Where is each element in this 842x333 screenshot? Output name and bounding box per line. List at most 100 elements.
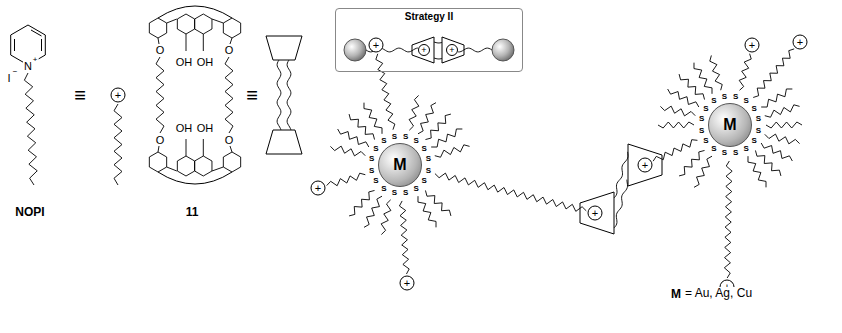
metal-list: = Au, Ag, Cu: [684, 287, 753, 299]
alkyl-chain: [24, 73, 37, 185]
sulfur-atom: S: [413, 185, 418, 193]
chain-symbol: [458, 48, 492, 52]
sulfur-atom: S: [751, 105, 756, 113]
cation-symbol: +: [588, 206, 603, 221]
metal-symbol: M: [393, 156, 406, 174]
hydroxyl-label: OH: [196, 123, 215, 134]
calix-cone-symbol: [266, 36, 302, 60]
alkyl-chain: [114, 104, 122, 185]
ligand-chain: [765, 134, 800, 144]
ligand-chain: [349, 190, 374, 215]
calix-cone: [628, 144, 662, 186]
calix-cone-symbol: [266, 130, 302, 154]
ligand-chain: [376, 54, 395, 130]
ligand-chain: [330, 146, 365, 156]
chain-symbol: [434, 42, 442, 44]
chain-symbol: [287, 60, 291, 130]
oh-bond: [186, 139, 187, 156]
ligand-chain: [418, 103, 436, 134]
sulfur-atom: S: [369, 167, 374, 175]
sulfur-atom: S: [392, 133, 397, 141]
charge: −: [12, 68, 19, 76]
benzene-ring: [149, 18, 166, 38]
ligand-chain: [658, 122, 694, 128]
sulfur-atom: S: [711, 145, 716, 153]
cation-symbol: +: [745, 38, 760, 53]
methylene-bridge: [167, 167, 177, 171]
metal-symbol: M: [670, 288, 682, 300]
sulfur-atom: S: [373, 177, 378, 185]
cation-symbol: +: [369, 38, 384, 53]
sulfur-atom: S: [421, 177, 426, 185]
sulfur-atom: S: [756, 115, 761, 123]
ligand-chain: [765, 105, 800, 117]
ligand-chain: [338, 129, 369, 147]
ligand-chain: [418, 196, 436, 227]
metal-symbol: M: [723, 116, 736, 134]
ligand-chain: [364, 103, 382, 134]
hydroxyl-label: OH: [175, 57, 194, 68]
strategy-panel: Strategy II: [335, 8, 523, 72]
sulfur-atom: S: [426, 155, 431, 163]
equivalence-sign: ≡: [245, 85, 259, 105]
ligand-chain: [761, 143, 792, 161]
atom-label: O: [155, 45, 166, 56]
sulfur-atom: S: [699, 127, 704, 135]
calix-back-rim: [158, 172, 232, 184]
sulfur-atom: S: [403, 133, 408, 141]
ligand-chain: [766, 122, 802, 128]
ether-chain: [225, 57, 233, 133]
panel-title: Strategy II: [405, 11, 453, 22]
sulfur-atom: S: [381, 137, 386, 145]
cation-symbol: +: [400, 276, 415, 291]
ligand-chain: [724, 161, 732, 278]
sulfur-atom: S: [373, 145, 378, 153]
double-bond: [41, 39, 42, 51]
ligand-chain: [694, 156, 712, 187]
nanoparticle-symbol: [344, 39, 366, 61]
ligand-chain: [435, 145, 470, 157]
sulfur-atom: S: [756, 127, 761, 135]
sulfur-atom: S: [722, 149, 727, 157]
naphthalene-ring: [195, 14, 212, 34]
benzene-ring: [149, 152, 166, 172]
sulfur-atom: S: [722, 93, 727, 101]
ether-chain: [156, 57, 164, 133]
ether-bond: [158, 146, 159, 152]
methylene-bridge: [167, 19, 177, 23]
sulfur-atom: S: [703, 105, 708, 113]
ligand-chain: [679, 150, 704, 175]
ether-bond: [158, 38, 159, 44]
compound-number: 11: [185, 206, 200, 218]
cation-symbol: +: [638, 158, 653, 173]
ligand-chain: [653, 140, 697, 161]
pyridine-ring: [11, 25, 46, 65]
calix-back-rim: [158, 6, 232, 18]
sulfur-atom: S: [743, 145, 748, 153]
compound-name: NOPI: [14, 206, 45, 218]
naphthalene-ring: [177, 14, 194, 34]
double-bond: [31, 30, 42, 36]
sulfur-atom: S: [421, 145, 426, 153]
benzene-ring: [223, 18, 240, 38]
sulfur-atom: S: [743, 97, 748, 105]
ligand-chain: [409, 95, 419, 130]
ligand-chain: [431, 129, 462, 147]
ether-bond: [230, 38, 232, 44]
atom-label: O: [224, 135, 235, 146]
double-bond: [14, 39, 15, 51]
benzene-ring: [223, 152, 240, 172]
calix-cone: [580, 192, 614, 234]
ligand-chain: [660, 106, 695, 116]
ligand-chain: [761, 89, 792, 107]
ligand-chain: [668, 89, 699, 107]
ligand-chain: [381, 200, 391, 235]
oh-bond: [186, 34, 187, 51]
ligand-chain: [710, 55, 722, 90]
cation-symbol: +: [418, 44, 430, 56]
calix-cone-symbol: [412, 37, 434, 63]
naphthalene-ring: [177, 156, 194, 176]
chain-symbol: [434, 58, 442, 60]
methylene-bridge: [212, 19, 223, 23]
sulfur-atom: S: [426, 167, 431, 175]
